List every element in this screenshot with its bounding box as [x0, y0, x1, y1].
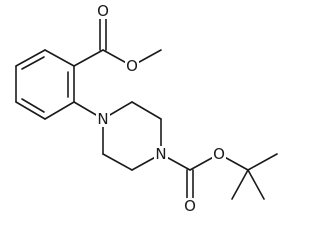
bond-ring-carbonyl — [73, 49, 104, 67]
bond-pip-5 — [102, 153, 133, 171]
bond-ring-inner-2 — [21, 98, 45, 113]
bond-ring-4 — [15, 101, 46, 120]
bond-ring-3 — [44, 101, 75, 120]
atom-o3: O — [183, 197, 197, 215]
bond-tbu-methyl-1 — [247, 153, 278, 171]
bond-ring-1 — [44, 49, 75, 67]
atom-n1-label: N — [97, 110, 108, 128]
atom-o4-label: O — [213, 145, 225, 163]
atom-labels: O O N N O O — [96, 2, 226, 215]
atom-o2-label: O — [126, 57, 138, 75]
bond-tbu-methyl-3 — [231, 169, 249, 200]
bonds — [15, 14, 278, 207]
atom-n2: N — [154, 145, 168, 163]
atom-o3-label: O — [184, 197, 196, 215]
bond-ring-6 — [15, 49, 46, 67]
bond-ring-inner-3 — [21, 56, 45, 70]
atom-n1: N — [96, 110, 110, 128]
bond-tbu-methyl-2 — [247, 169, 265, 200]
atom-o4: O — [212, 145, 226, 163]
atom-o2: O — [125, 57, 139, 75]
atom-o1-label: O — [97, 2, 109, 20]
bond-pip-2 — [131, 101, 162, 120]
atom-n2-label: N — [155, 145, 166, 163]
atom-o1: O — [96, 2, 110, 20]
